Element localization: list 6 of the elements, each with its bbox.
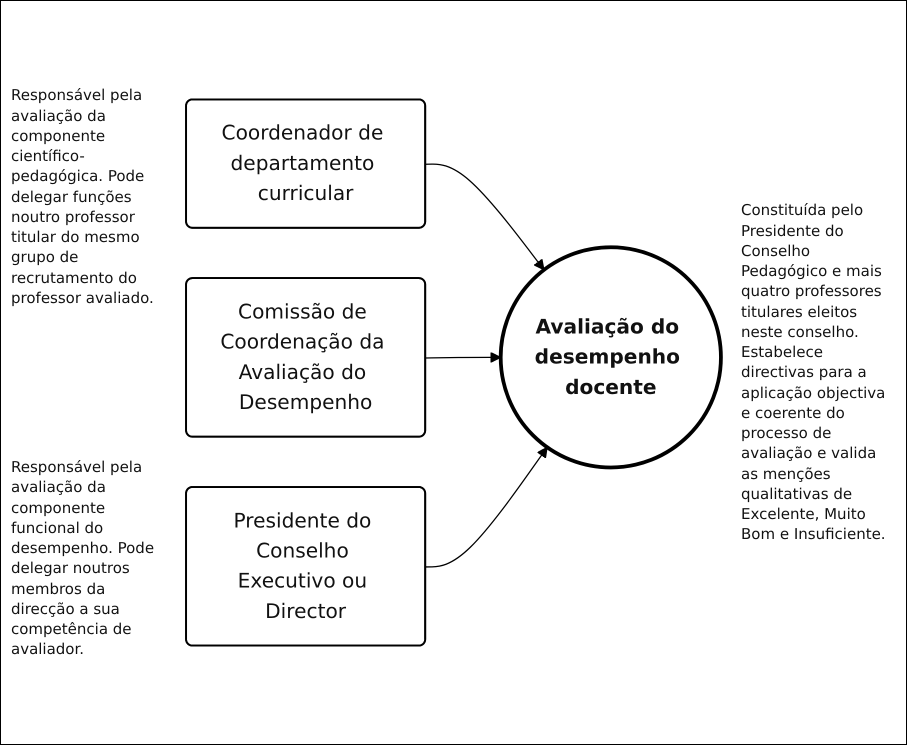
node-circle: Avaliação do desempenho docente	[498, 245, 723, 470]
description-text: Constituída pelo Presidente do Conselho Pedagógico e mais quatro professores titulares eleitos neste conselho. Estabelece directivas para a aplicação objectiva e coerente do processo de avaliação e valida as menções qualitativas de Excelente, Muito Bom e Insuficiente.	[741, 200, 887, 545]
arrow	[426, 163, 545, 270]
description-text: Responsável pela avaliação da componente científico-pedagógica. Pode delegar funções noutro professor titular do mesmo grupo de recrutamento do professor avaliado.	[11, 85, 155, 308]
arrow	[426, 446, 548, 568]
description-text: Responsável pela avaliação da componente funcional do desempenho. Pode delegar noutros membros da direcção a sua competência de avaliador.	[11, 457, 156, 660]
